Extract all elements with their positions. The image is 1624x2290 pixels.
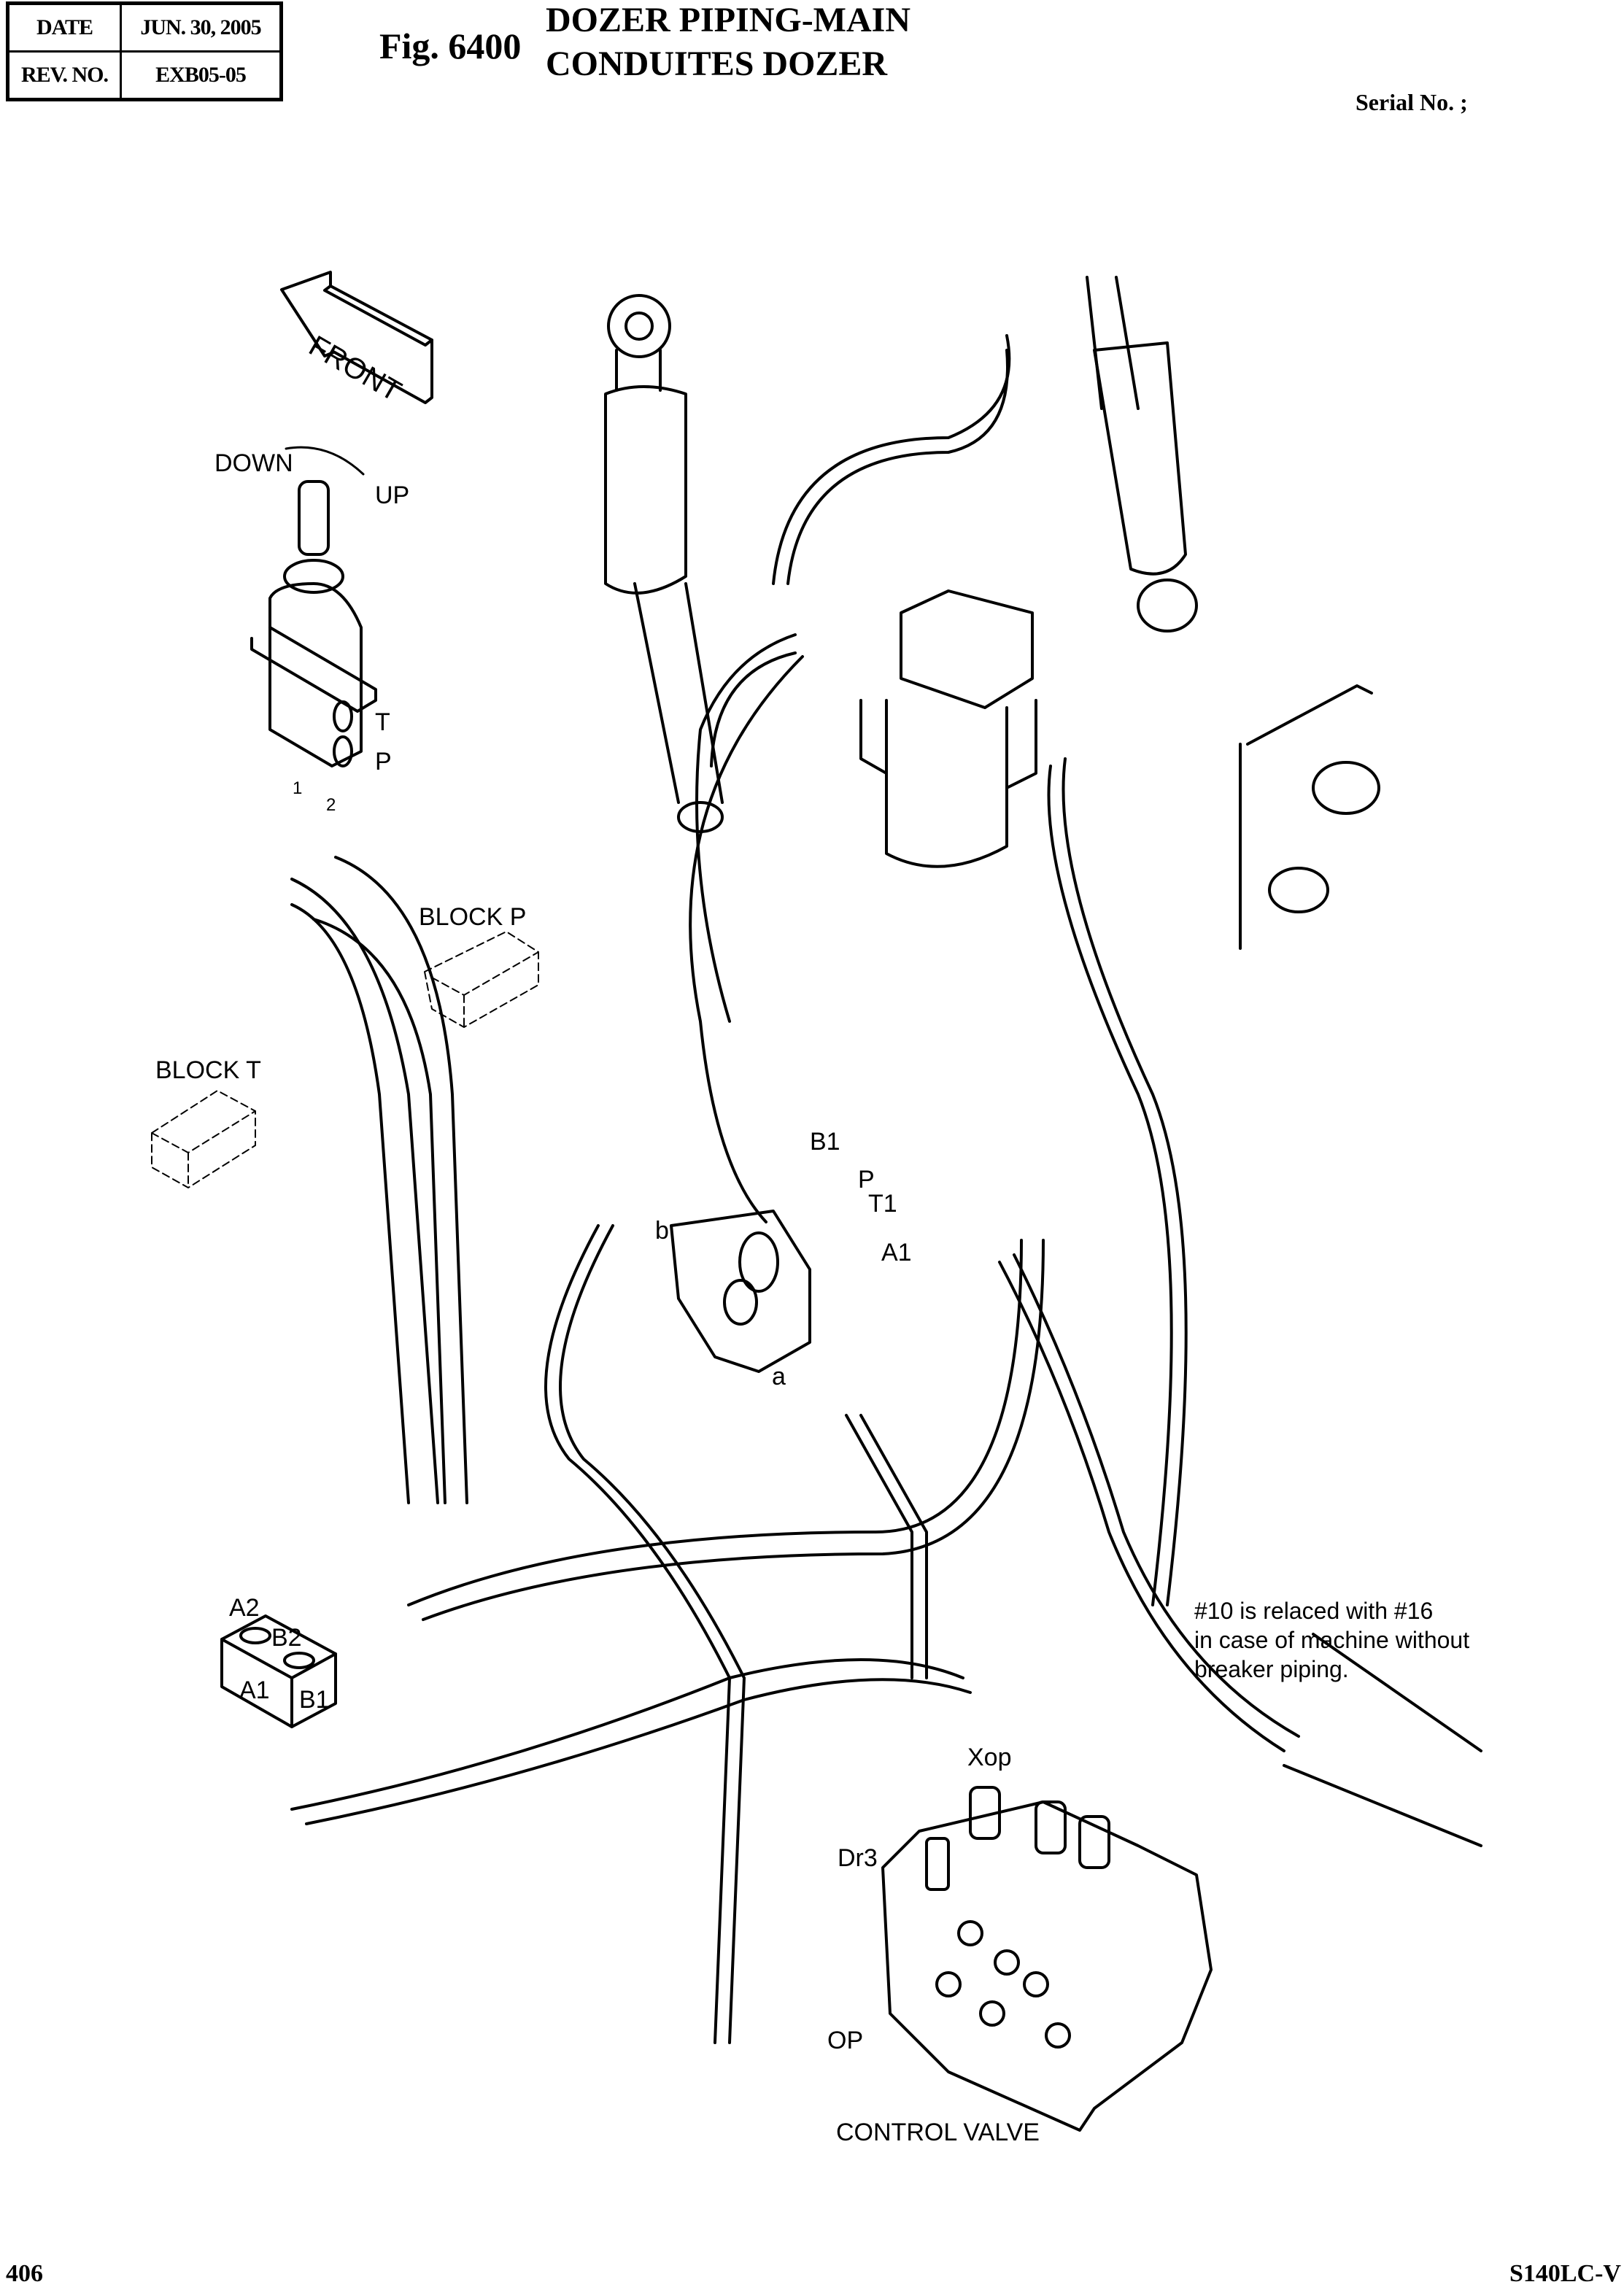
front-arrow-icon <box>280 271 433 404</box>
hydraulic-tank <box>1239 684 1380 950</box>
control-valve <box>881 1786 1213 2132</box>
dozer-valve-block <box>220 1614 337 1728</box>
joystick-down-label: DOWN <box>214 449 293 477</box>
control-valve-xop-label: Xop <box>967 1744 1012 1771</box>
figure-number: Fig. 6400 <box>379 26 522 66</box>
model-number: S140LC-V <box>1509 2260 1621 2287</box>
date-value: JUN. 30, 2005 <box>120 2 282 53</box>
selector-valve <box>670 1210 811 1373</box>
port-t-label: T <box>375 708 390 736</box>
dozer-cylinder-right <box>1086 276 1198 633</box>
valve-port-p-label: P <box>858 1166 875 1194</box>
page-number: 406 <box>6 2260 43 2287</box>
swivel-joint <box>859 589 1037 868</box>
dozer-cylinder-left <box>604 294 724 833</box>
revision-info-table: DATE JUN. 30, 2005 REV. NO. EXB05-05 <box>6 1 283 101</box>
rev-label: REV. NO. <box>7 50 122 101</box>
port-1-label: 1 <box>293 778 303 798</box>
block-port-a1-label: A1 <box>239 1676 270 1704</box>
date-label: DATE <box>7 2 122 53</box>
block-p-label: BLOCK P <box>419 903 527 931</box>
control-valve-label: CONTROL VALVE <box>836 2119 1040 2146</box>
valve-port-a1-label: A1 <box>881 1239 912 1266</box>
block-t <box>151 1090 256 1188</box>
block-port-b1-label: B1 <box>299 1686 330 1714</box>
joystick-valve <box>250 480 377 767</box>
replacement-note: #10 is relaced with #16 in case of machi… <box>1194 1598 1470 1682</box>
joystick-up-label: UP <box>375 481 410 509</box>
hoses <box>290 334 1482 2044</box>
rev-value: EXB05-05 <box>120 50 282 101</box>
valve-port-a-label: a <box>772 1363 786 1390</box>
valve-port-b1-label: B1 <box>810 1128 840 1156</box>
port-2-label: 2 <box>326 795 336 815</box>
title-line-2: CONDUITES DOZER <box>546 45 888 83</box>
rotation-arrow-icon <box>285 446 365 476</box>
block-port-a2-label: A2 <box>229 1594 260 1622</box>
serial-number-label: Serial No. ; <box>1356 89 1468 115</box>
port-p-label: P <box>375 748 392 775</box>
block-t-label: BLOCK T <box>155 1056 261 1084</box>
control-valve-op-label: OP <box>827 2027 864 2054</box>
title-line-1: DOZER PIPING-MAIN <box>546 1 910 39</box>
block-port-b2-label: B2 <box>271 1624 302 1652</box>
valve-port-b-label: b <box>655 1217 669 1245</box>
block-p <box>424 931 539 1028</box>
control-valve-dr3-label: Dr3 <box>838 1844 878 1872</box>
valve-port-t1-label: T1 <box>868 1190 897 1218</box>
